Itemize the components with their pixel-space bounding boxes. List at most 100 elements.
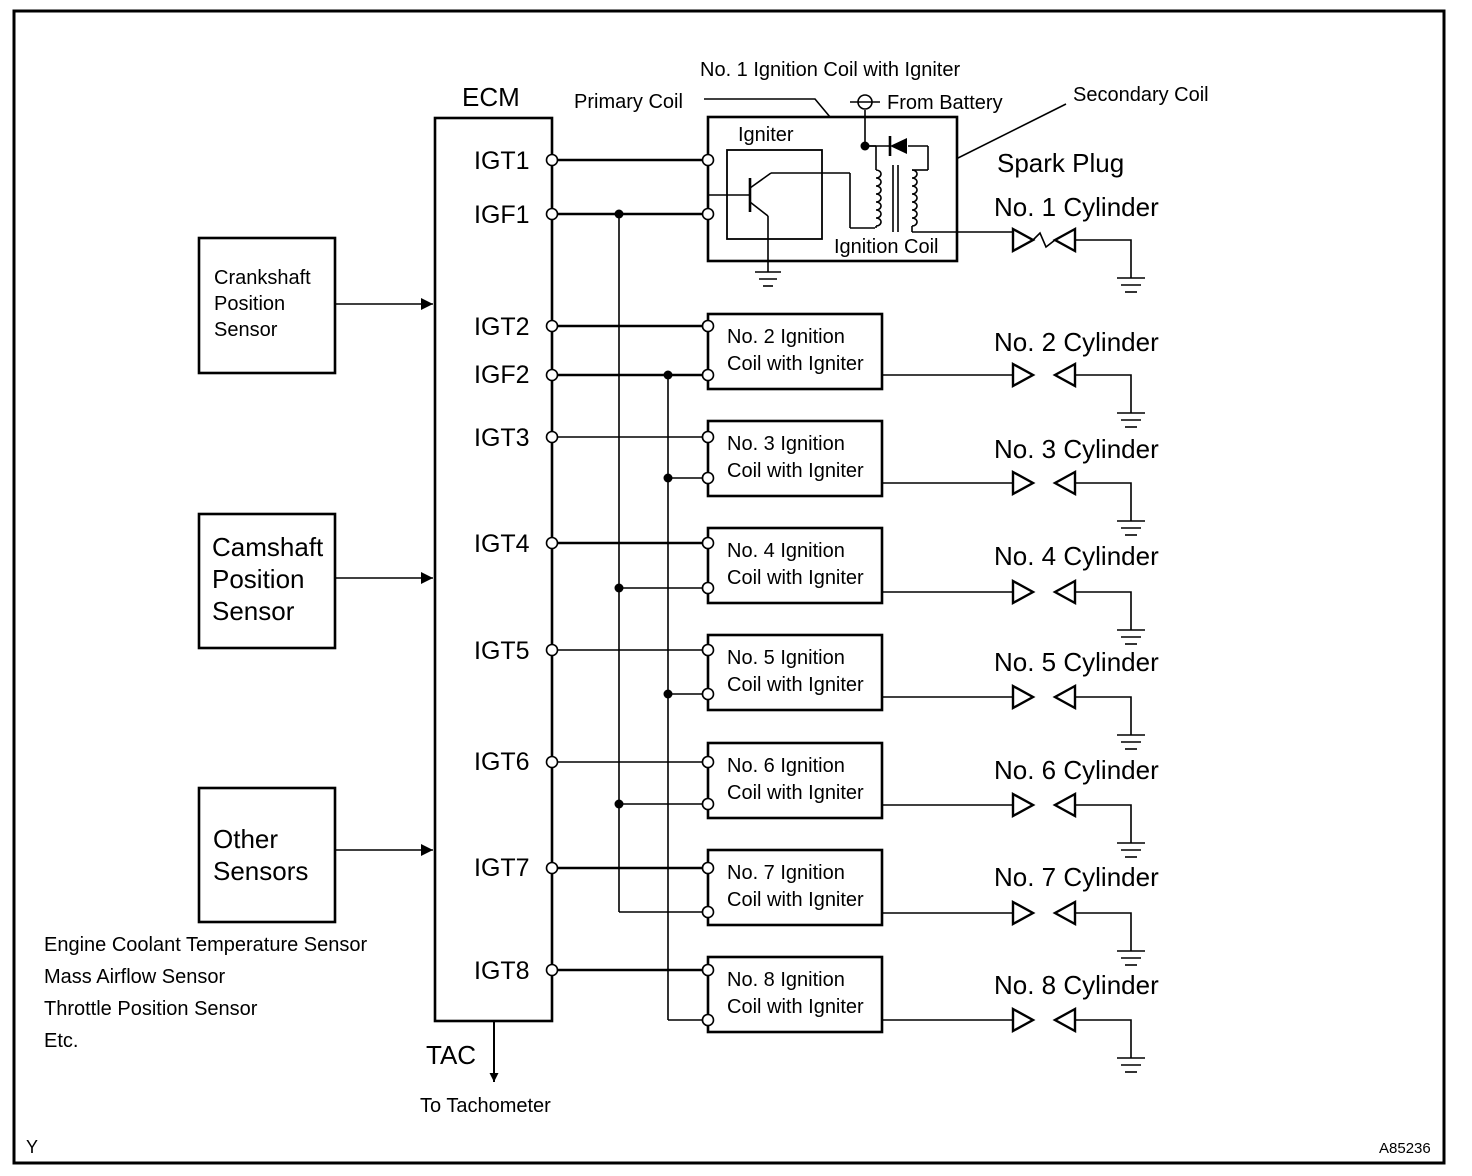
spark-plug-electrode-icon [1011,578,1036,606]
ecm-pin-label-igf2: IGF2 [474,361,530,389]
tac-destination: To Tachometer [420,1095,551,1117]
spark-plug-electrode-icon [1052,578,1077,606]
spark-plug-electrode-icon [1011,899,1036,927]
ecm-title: ECM [462,82,520,112]
spark-plug-electrode-icon [1052,226,1077,254]
other-sensors-item-3: Throttle Position Sensor [44,998,258,1020]
other-sensors-box [197,786,337,924]
coil-input-pin [701,153,715,167]
junction-dot [614,209,624,219]
coil-6-box [706,741,884,820]
coil-3-box [706,419,884,498]
cylinder-8: No. 8 Cylinder [882,970,1159,1073]
junction-dot [614,799,624,809]
coil-input-pin [701,471,715,485]
cylinder-3: No. 3 Cylinder [882,434,1159,536]
coil-input-pin [701,581,715,595]
other-sensors-item-4: Etc. [44,1030,78,1052]
coil-7-label-1: No. 7 Ignition [727,862,845,884]
cylinder-4-label: No. 4 Cylinder [994,541,1159,571]
coil-2-label-1: No. 2 Ignition [727,326,845,348]
battery-junction-dot [860,141,870,151]
ground-wire [1075,482,1132,521]
cylinder-7-label: No. 7 Cylinder [994,862,1159,892]
ecm-pin [545,430,559,444]
cylinder-6: No. 6 Cylinder [882,755,1159,858]
from-battery-label: From Battery [887,92,1003,114]
coil-5-box [706,633,884,712]
junction-dot [663,370,673,380]
coil-8-label-1: No. 8 Ignition [727,969,845,991]
cylinder-1-label: No. 1 Cylinder [994,192,1159,222]
cylinder-7: No. 7 Cylinder [882,862,1159,966]
cylinder-5: No. 5 Cylinder [882,647,1159,750]
ground-wire [1075,591,1132,630]
ecm-pin-label-igt3: IGT3 [474,424,530,452]
coil-input-pin [701,905,715,919]
ground-wire [1075,239,1132,278]
spark-plug-electrode-icon [1052,899,1077,927]
camshaft-sensor-box [197,512,337,650]
coil-input-pin [701,319,715,333]
ground-wire [1075,804,1132,843]
spark-plug-electrode-icon [1011,1006,1036,1034]
other-sensors-label-2: Sensors [213,856,308,886]
secondary-winding-icon [908,145,1013,233]
ground-wire [1075,1019,1132,1058]
ecm-pin [545,207,559,221]
camshaft-sensor-label-3: Sensor [212,596,295,626]
crankshaft-sensor-label-1: Crankshaft [214,267,311,289]
coil-input-pin [701,687,715,701]
spark-plug-electrode-icon [1052,1006,1077,1034]
coil-7-label-2: Coil with Igniter [727,889,864,911]
coil-input-pin [701,430,715,444]
spark-plug-electrode-icon [1052,683,1077,711]
ground-wire [1075,374,1132,413]
spark-plug-electrode-icon [1011,683,1036,711]
other-sensors-item-1: Engine Coolant Temperature Sensor [44,934,368,956]
cylinder-3-label: No. 3 Cylinder [994,434,1159,464]
coil-6-label-2: Coil with Igniter [727,782,864,804]
ecm-pin [545,755,559,769]
cylinder-5-label: No. 5 Cylinder [994,647,1159,677]
ecm-pin-label-igt6: IGT6 [474,748,530,776]
coil-2-box [706,312,884,391]
cylinder-6-label: No. 6 Cylinder [994,755,1159,785]
coil-input-pin [701,368,715,382]
coil-input-pin [701,755,715,769]
coil-3-label-1: No. 3 Ignition [727,433,845,455]
ecm-pin-label-igf1: IGF1 [474,201,530,229]
cylinder-8-label: No. 8 Cylinder [994,970,1159,1000]
other-sensors-item-2: Mass Airflow Sensor [44,966,226,988]
coil-input-pin [701,1013,715,1027]
primary-coil-label: Primary Coil [574,91,683,113]
ecm-pin-label-igt2: IGT2 [474,313,530,341]
ecm-pin [545,963,559,977]
crankshaft-sensor-label-2: Position [214,293,285,315]
coil-8-box [706,955,884,1034]
tac-label: TAC [426,1040,476,1070]
coil-input-pin [701,643,715,657]
coil-input-pin [701,536,715,550]
ecm-pin-label-igt1: IGT1 [474,147,530,175]
coil-5-label-1: No. 5 Ignition [727,647,845,669]
cylinder-2-label: No. 2 Cylinder [994,327,1159,357]
junction-dot [614,583,624,593]
corner-label: Y [26,1137,38,1157]
coil-7-box [706,848,884,927]
ecm-pin [545,153,559,167]
ecm-pin [545,368,559,382]
ecm-wiring [545,153,715,1027]
coil1-heading: No. 1 Ignition Coil with Igniter [700,59,960,81]
cylinder-2: No. 2 Cylinder [882,327,1159,428]
coil-input-pin [701,861,715,875]
ecm-pin-label-igt4: IGT4 [474,530,530,558]
igniter-transistor-icon [708,172,875,272]
coil-input-pin [701,797,715,811]
figure-code: A85236 [1379,1140,1431,1157]
camshaft-sensor-label-2: Position [212,564,305,594]
spark-plug-electrode-icon [1011,791,1036,819]
ground-wire [1075,696,1132,735]
